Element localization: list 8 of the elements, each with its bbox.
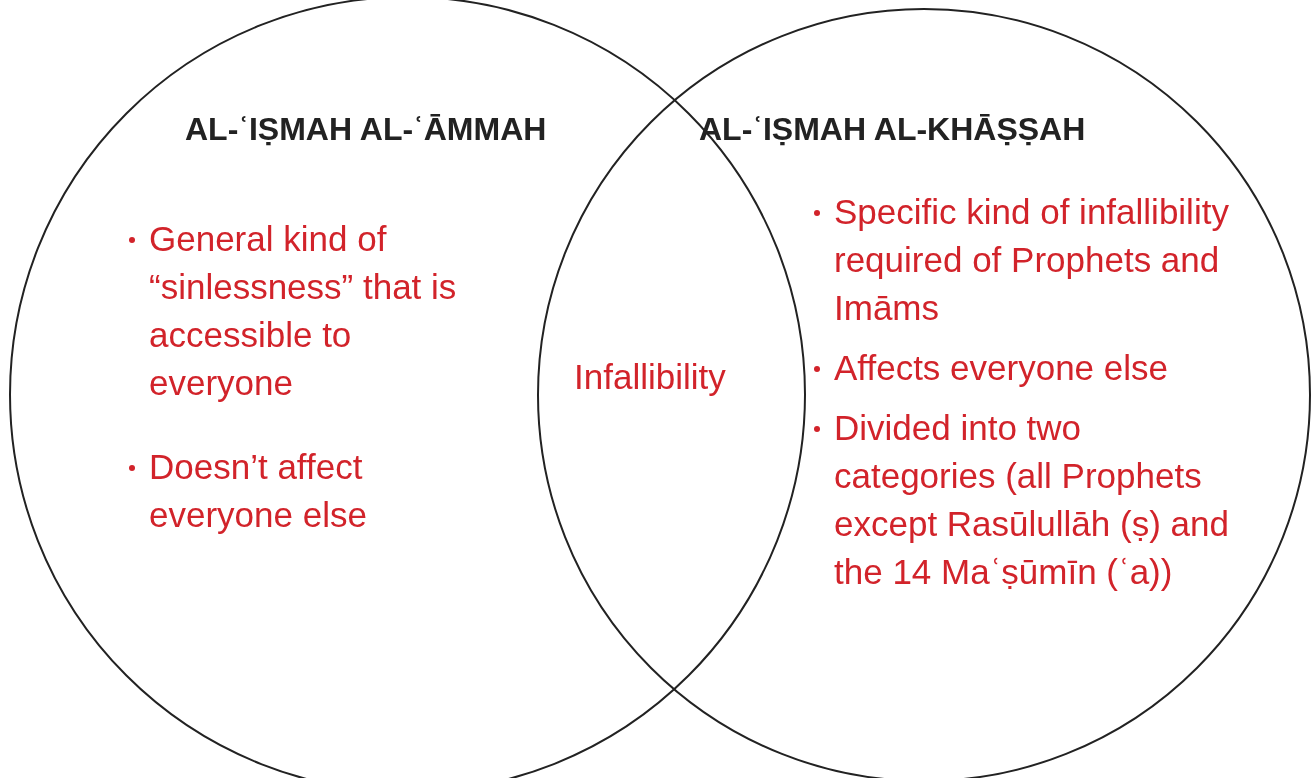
bullet-point: General kind of “sinlessness” that is accessible to everyone <box>125 215 475 407</box>
bullet-point: Specific kind of infallibility required of Prophets and Imāms <box>810 188 1240 332</box>
bullet-point: Doesn’t affect everyone else <box>125 443 455 539</box>
circle-heading: AL-ʿIṢMAH AL-ʿĀMMAH <box>185 110 547 149</box>
circle-heading: AL-ʿIṢMAH AL-KHĀṢṢAH <box>699 110 1086 149</box>
overlap-label: Infallibility <box>574 356 726 398</box>
bullet-point: Divided into two categories (all Prophets except Rasūlullāh (ṣ) and the 14 Maʿṣūmīn (ʿa)) <box>810 404 1240 596</box>
bullet-point: Affects everyone else <box>810 344 1240 392</box>
